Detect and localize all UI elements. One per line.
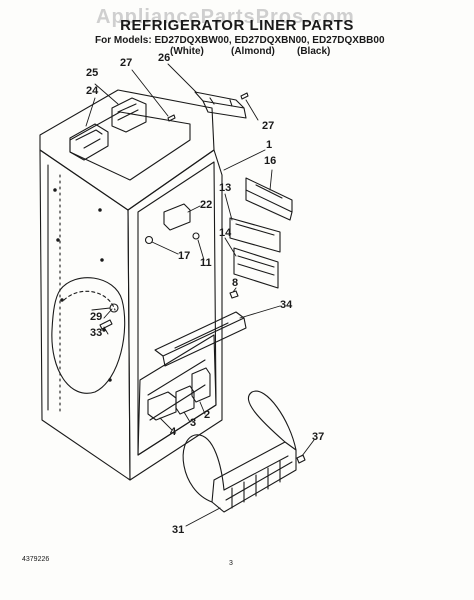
part-17-plug — [144, 235, 154, 245]
callout-25: 25 — [86, 67, 99, 79]
page-number: 3 — [229, 560, 233, 567]
part-14-bracket — [233, 247, 279, 289]
part-8-clip — [229, 290, 239, 299]
part-29-fastener — [91, 303, 119, 313]
callout-8: 8 — [232, 277, 239, 289]
callout-37: 37 — [312, 431, 325, 443]
part-4-bracket — [147, 391, 177, 421]
callout-27-right: 27 — [262, 120, 275, 132]
part-2-bracket — [191, 367, 211, 403]
callout-34: 34 — [280, 299, 293, 311]
callout-3: 3 — [190, 417, 197, 429]
callout-1: 1 — [266, 139, 273, 151]
callout-27: 27 — [120, 57, 133, 69]
callout-14: 14 — [219, 227, 232, 239]
callout-33: 33 — [90, 327, 103, 339]
part-22-clip — [163, 203, 191, 231]
part-37-screw — [296, 454, 306, 464]
callout-22: 22 — [200, 199, 213, 211]
part-34-shelf — [154, 311, 247, 367]
callout-17: 17 — [178, 250, 191, 262]
callout-29: 29 — [90, 311, 103, 323]
callout-4: 4 — [170, 426, 177, 438]
part-31-wire-rack — [182, 390, 297, 513]
part-26-rail — [194, 91, 247, 119]
part-27-screw-right — [240, 92, 249, 100]
part-27-screw — [167, 114, 176, 122]
callout-26: 26 — [158, 52, 171, 64]
variant-almond: (Almond) — [231, 46, 275, 57]
variant-white: (White) — [170, 46, 204, 57]
callout-11: 11 — [200, 257, 212, 269]
part-25-bracket — [111, 97, 147, 133]
document-number: 4379226 — [22, 556, 50, 563]
callout-16: 16 — [264, 155, 277, 167]
part-33-fastener — [99, 319, 113, 330]
callout-31: 31 — [172, 524, 185, 536]
variant-black: (Black) — [297, 46, 331, 57]
callout-13: 13 — [219, 182, 232, 194]
page-title: REFRIGERATOR LINER PARTS — [120, 17, 354, 34]
part-11-screw — [192, 232, 200, 240]
watermark-text: AppliancePartsPros.com — [96, 6, 355, 28]
part-16-shelf-bracket — [245, 177, 293, 221]
part-13-cover — [229, 217, 281, 253]
models-line: For Models: ED27DQXBW00, ED27DQXBN00, ED… — [95, 35, 385, 46]
callout-2: 2 — [204, 409, 211, 421]
leader-lines — [85, 63, 315, 527]
part-3-bracket — [175, 385, 195, 415]
callout-24: 24 — [86, 85, 99, 97]
part-24-bracket — [69, 123, 109, 161]
